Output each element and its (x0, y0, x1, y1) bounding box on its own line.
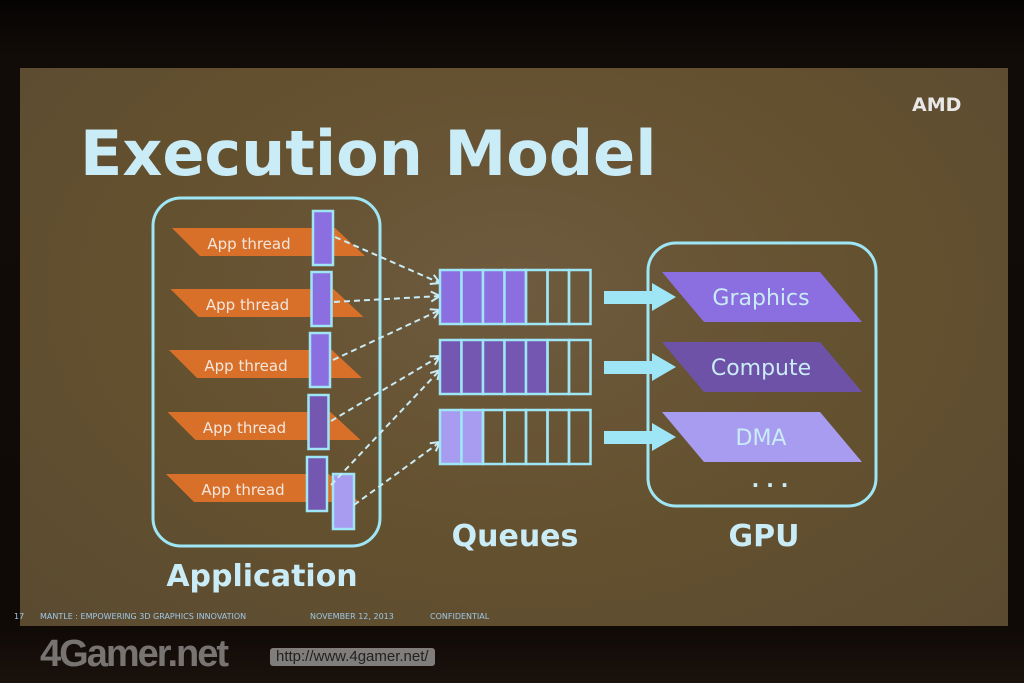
arrow-icon (652, 283, 676, 311)
queue-slot (503, 268, 528, 326)
queue-slot (546, 268, 571, 326)
more-engines: · · · (752, 473, 789, 497)
command-buffer (331, 472, 356, 531)
dashed-arrow (333, 295, 441, 303)
footer-page: 17 (14, 612, 24, 621)
arrow-shaft (604, 361, 654, 374)
watermark-url: http://www.4gamer.net/ (270, 648, 435, 666)
gpu-engine (662, 412, 862, 462)
command-buffer (311, 209, 335, 267)
amd-logo: AMD (912, 94, 961, 116)
queue-slot (481, 408, 506, 466)
arrow-shaft (604, 431, 654, 444)
dashed-arrow (330, 355, 441, 422)
footer-title: MANTLE : EMPOWERING 3D GRAPHICS INNOVATI… (40, 612, 246, 621)
app-thread-label: App thread (201, 481, 284, 499)
queues-label: Queues (452, 519, 579, 554)
queue-slot (567, 338, 592, 396)
arrow-icon (652, 353, 676, 381)
gpu-engine (662, 272, 862, 322)
command-buffer (307, 393, 330, 451)
queue-slot (460, 338, 485, 396)
queue-slot (438, 408, 463, 466)
gpu-engine (662, 342, 862, 392)
queue-slot (546, 408, 571, 466)
queue-slot (460, 268, 485, 326)
dashed-arrow (330, 369, 441, 486)
queue-slot (567, 268, 592, 326)
gpu-engine-label: Compute (711, 356, 811, 381)
queue-slot (524, 268, 549, 326)
queue-slot (481, 268, 506, 326)
application-label: Application (166, 559, 357, 594)
queue-slot (503, 338, 528, 396)
app-thread-label: App thread (206, 296, 289, 314)
arrow-head (429, 308, 442, 319)
app-thread-label: App thread (203, 419, 286, 437)
app-thread-label: App thread (207, 235, 290, 253)
dashed-arrow (332, 309, 441, 361)
queue-slot (438, 268, 463, 326)
command-buffer (310, 270, 333, 328)
queue-slot (481, 338, 506, 396)
footer-date: NOVEMBER 12, 2013 (310, 612, 394, 621)
gpu-box (646, 241, 878, 508)
arrow-head (429, 440, 442, 452)
page-title: Execution Model (80, 117, 656, 190)
gpu-label: GPU (729, 519, 800, 554)
queue-slot (567, 408, 592, 466)
watermark-logo: 4Gamer.net (40, 633, 229, 675)
gpu-engine-label: DMA (736, 426, 787, 451)
queue-slot (524, 408, 549, 466)
footer-confidential: CONFIDENTIAL (430, 612, 490, 621)
dashed-arrow (353, 441, 441, 506)
queue-slot (546, 338, 571, 396)
queue-slot (503, 408, 528, 466)
command-buffer (308, 331, 332, 389)
arrow-shaft (604, 291, 654, 304)
queue-slot (524, 338, 549, 396)
dashed-arrow (334, 236, 441, 284)
application-box (151, 196, 382, 548)
app-thread-label: App thread (204, 357, 287, 375)
queue-slot (438, 338, 463, 396)
arrow-icon (652, 423, 676, 451)
gpu-engine-label: Graphics (712, 286, 809, 311)
queue-slot (460, 408, 485, 466)
command-buffer (305, 455, 329, 513)
arrow-head (429, 354, 442, 366)
